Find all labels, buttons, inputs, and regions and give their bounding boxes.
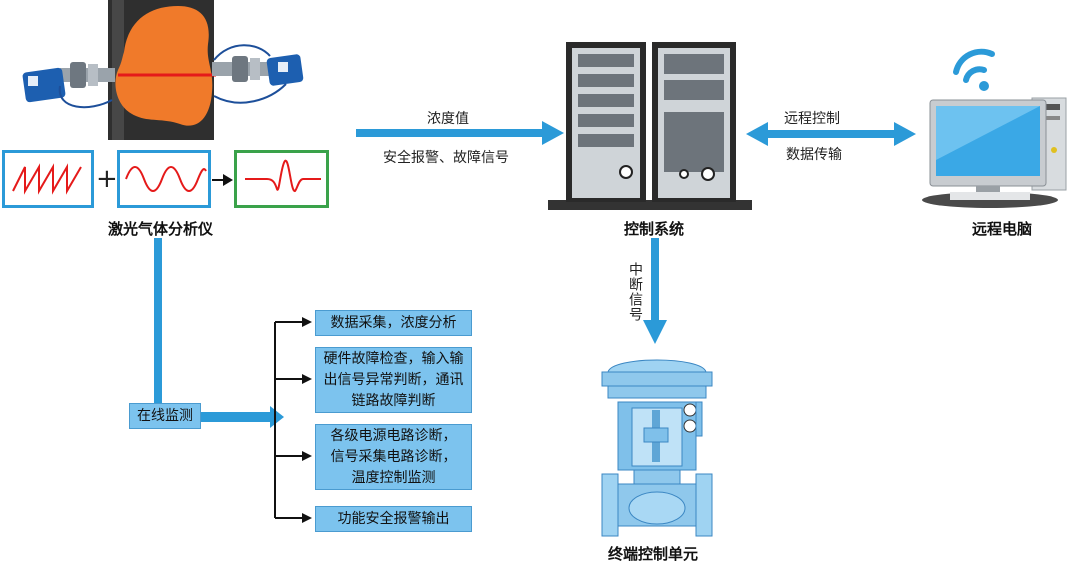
remote-pc-label: 远程电脑 xyxy=(972,220,1033,238)
function-text: 硬件故障检查，输入输 xyxy=(323,350,464,367)
interrupt-signal-label: 中断信号 xyxy=(627,262,643,322)
sine-wave-box xyxy=(117,150,211,208)
function-box-circuit-diagnosis: 各级电源电路诊断， 信号采集电路诊断， 温度控制监测 xyxy=(315,424,472,490)
plus-sign: + xyxy=(96,164,118,194)
alarm-fault-label: 安全报警、故障信号 xyxy=(383,150,509,166)
data-transfer-label: 数据传输 xyxy=(786,147,842,163)
arrow-right-icon xyxy=(212,174,233,186)
remote-control-label: 远程控制 xyxy=(784,111,840,127)
right-probe-icon xyxy=(212,44,304,104)
bidirectional-arrow xyxy=(746,122,916,146)
sine-wave-icon xyxy=(125,166,207,192)
sawtooth-wave-icon xyxy=(12,163,82,195)
interrupt-arrow xyxy=(643,238,667,344)
function-box-data-acquisition: 数据采集，浓度分析 xyxy=(315,310,472,336)
function-text: 链路故障判断 xyxy=(351,392,436,409)
remote-computer-icon xyxy=(922,48,1067,208)
function-text: 各级电源电路诊断， xyxy=(330,427,457,444)
function-text: 信号采集电路诊断， xyxy=(330,448,457,465)
signal-result-box xyxy=(234,150,329,208)
wifi-icon xyxy=(953,48,995,83)
online-monitor-box: 在线监测 xyxy=(129,403,201,429)
function-bracket xyxy=(274,317,312,523)
function-text: 温度控制监测 xyxy=(351,469,436,486)
monitor-connector-arrows xyxy=(154,238,284,428)
concentration-label: 浓度值 xyxy=(427,111,469,127)
function-box-safety-alarm: 功能安全报警输出 xyxy=(315,506,472,532)
left-probe-icon xyxy=(22,62,115,109)
control-valve-icon xyxy=(601,359,713,537)
flow-arrow-to-control xyxy=(356,121,564,145)
sawtooth-wave-box xyxy=(2,150,94,208)
gas-plume-shape xyxy=(115,6,213,126)
function-text: 功能安全报警输出 xyxy=(337,510,450,527)
server-cabinet-icon xyxy=(548,42,752,210)
pulse-wave-icon xyxy=(245,159,321,193)
terminal-unit-label: 终端控制单元 xyxy=(608,545,699,563)
function-text: 数据采集，浓度分析 xyxy=(330,314,457,331)
analyzer-label: 激光气体分析仪 xyxy=(108,220,214,238)
control-system-label: 控制系统 xyxy=(624,220,685,238)
analyzer-illustration xyxy=(22,0,304,140)
function-box-hardware-check: 硬件故障检查，输入输 出信号异常判断，通讯 链路故障判断 xyxy=(315,347,472,413)
function-text: 出信号异常判断，通讯 xyxy=(323,371,464,388)
